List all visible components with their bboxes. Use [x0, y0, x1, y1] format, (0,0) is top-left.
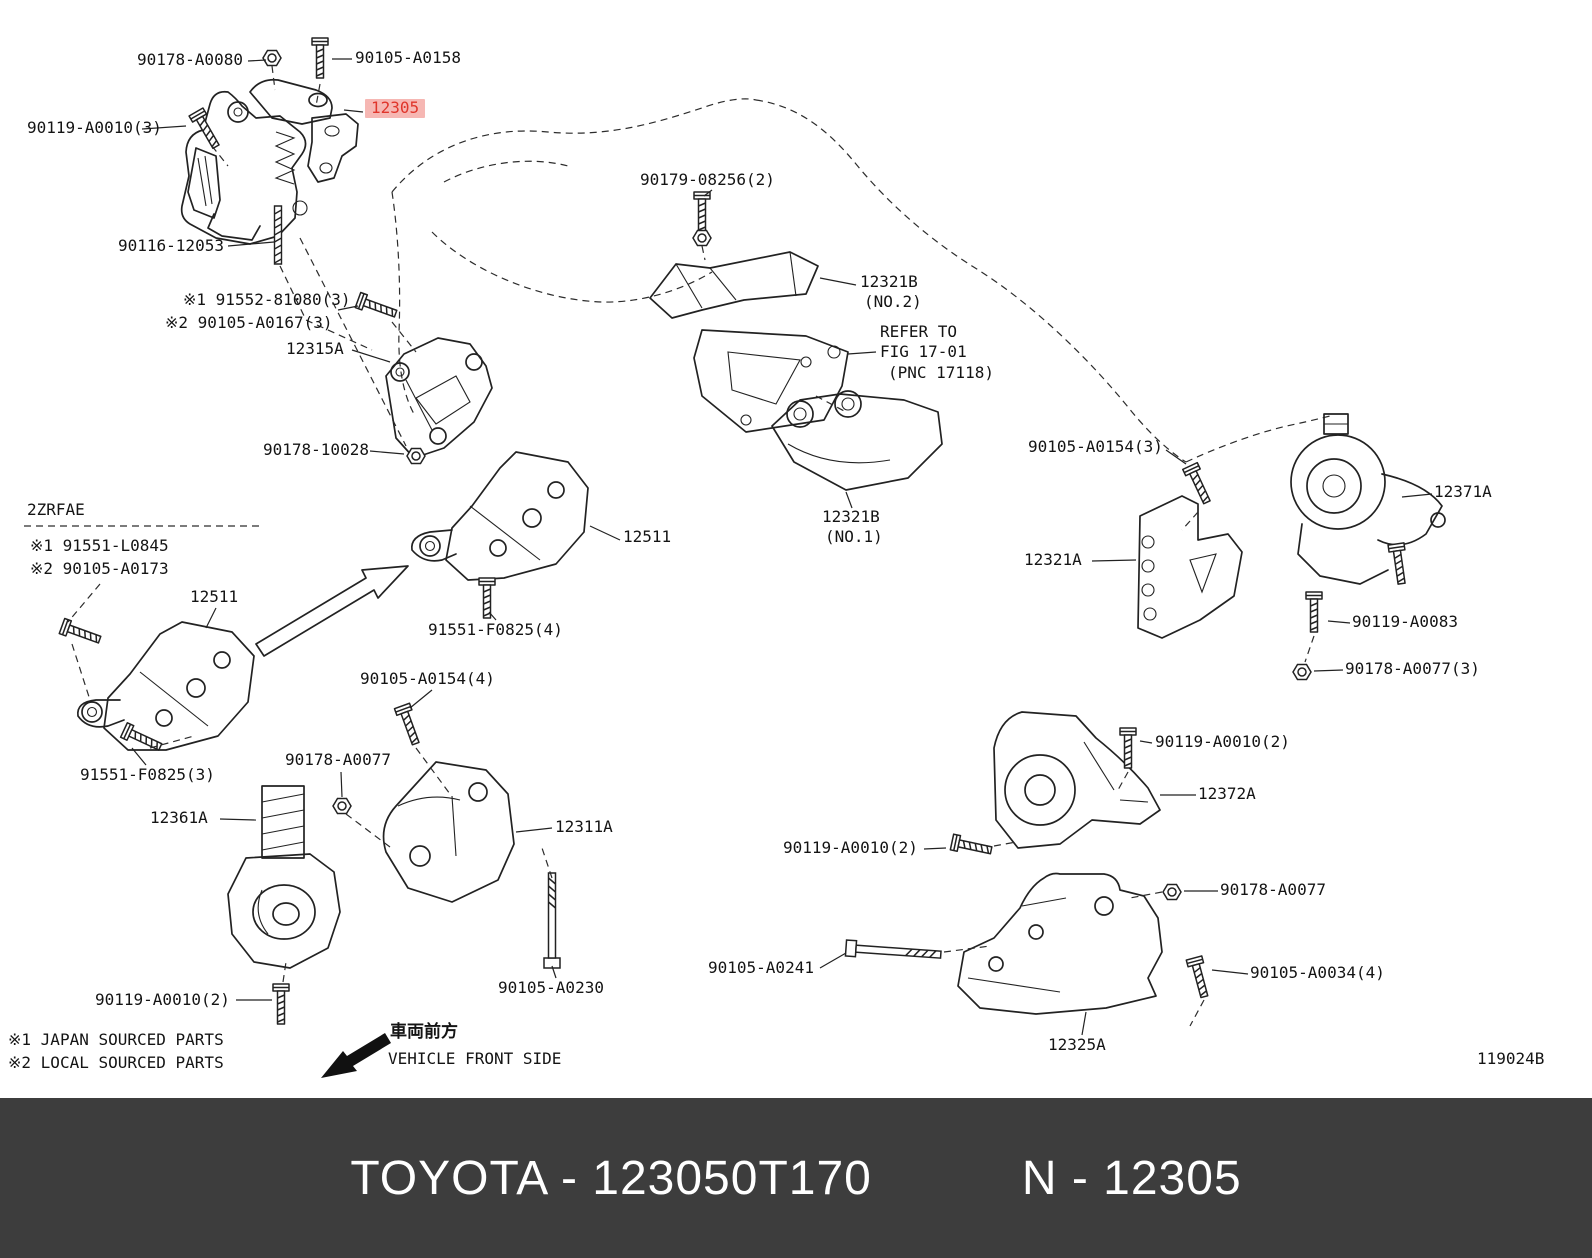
vehicle-front-label-jp: 車両前方 — [390, 1022, 458, 1042]
refer-to-line1: REFER TO — [880, 322, 958, 341]
part-12321a-drawing — [1137, 495, 1243, 639]
part-label-90119-a0010-2-center[interactable]: 90119-A0010(2) — [783, 838, 918, 857]
part-12325a-drawing — [957, 872, 1163, 1015]
part-label-12371a[interactable]: 12371A — [1434, 482, 1492, 501]
part-label-91551-l0845[interactable]: ※1 91551-L0845 — [30, 536, 169, 555]
note-japan-sourced: ※1 JAPAN SOURCED PARTS — [8, 1030, 224, 1049]
part-label-12311a[interactable]: 12311A — [555, 817, 613, 836]
part-12511-center-drawing — [410, 451, 589, 581]
refer-to-line2: FIG 17-01 — [880, 342, 967, 361]
part-label-90178-a0077-3[interactable]: 90178-A0077(3) — [1345, 659, 1480, 678]
vehicle-front-label-en: VEHICLE FRONT SIDE — [388, 1049, 562, 1068]
part-label-90105-a0173[interactable]: ※2 90105-A0173 — [30, 559, 169, 578]
part-label-90178-a0077-left[interactable]: 90178-A0077 — [285, 750, 391, 769]
part-12305-drawing — [180, 78, 359, 245]
part-label-90105-a0241[interactable]: 90105-A0241 — [708, 958, 814, 977]
engine-outline — [391, 98, 1331, 463]
part-12321b-no2-drawing — [649, 251, 819, 319]
note-local-sourced: ※2 LOCAL SOURCED PARTS — [8, 1053, 224, 1072]
part-12511-left-drawing — [76, 621, 255, 751]
part-refer-fig-drawing — [693, 329, 849, 433]
part-label-12372a[interactable]: 12372A — [1198, 784, 1256, 803]
part-label-91551-f0825-4[interactable]: 91551-F0825(4) — [428, 620, 563, 639]
part-label-90119-a0010-2-left[interactable]: 90119-A0010(2) — [95, 990, 230, 1009]
part-label-12511-center[interactable]: 12511 — [623, 527, 672, 546]
part-label-90178-a0077-right[interactable]: 90178-A0077 — [1220, 880, 1326, 899]
part-label-12305-highlighted[interactable]: 12305 — [365, 99, 426, 118]
engine-code-label: 2ZRFAE — [27, 500, 85, 519]
part-label-90179-08256-2[interactable]: 90179-08256(2) — [640, 170, 775, 189]
construction-lines-12305 — [211, 65, 417, 447]
pointer-arrow-outline — [255, 565, 409, 657]
part-label-90105-a0034-4[interactable]: 90105-A0034(4) — [1250, 963, 1385, 982]
part-label-90105-a0154-3[interactable]: 90105-A0154(3) — [1028, 437, 1163, 456]
part-label-12321b-no2-sub: (NO.2) — [864, 292, 922, 311]
part-label-90119-a0010-2-right[interactable]: 90119-A0010(2) — [1155, 732, 1290, 751]
part-label-90105-a0167-3[interactable]: ※2 90105-A0167(3) — [165, 313, 333, 332]
part-12315a-drawing — [385, 337, 493, 459]
part-label-12321b-no1[interactable]: 12321B — [822, 507, 880, 526]
part-label-12321b-no2[interactable]: 12321B — [860, 272, 918, 291]
part-label-90178-a0080[interactable]: 90178-A0080 — [137, 50, 243, 69]
footer-part-number: N - 12305 — [1021, 1151, 1242, 1205]
footer-bar: TOYOTA - 123050T170 N - 12305 — [0, 1098, 1592, 1258]
part-12321b-no1-drawing — [771, 390, 943, 491]
part-label-12361a[interactable]: 12361A — [150, 808, 208, 827]
part-label-90105-a0154-4[interactable]: 90105-A0154(4) — [360, 669, 495, 688]
vehicle-front-arrow — [321, 1033, 391, 1078]
part-label-12321a[interactable]: 12321A — [1024, 550, 1082, 569]
part-12311a-drawing — [382, 761, 515, 903]
part-label-90119-a0010-3[interactable]: 90119-A0010(3) — [27, 118, 162, 137]
part-label-90105-a0230[interactable]: 90105-A0230 — [498, 978, 604, 997]
refer-to-line3: (PNC 17118) — [888, 363, 994, 382]
part-12372a-drawing — [993, 711, 1161, 849]
footer-catalog-code: TOYOTA - 123050T170 — [350, 1151, 872, 1205]
part-label-12511-left[interactable]: 12511 — [190, 587, 239, 606]
part-label-90116-12053[interactable]: 90116-12053 — [118, 236, 224, 255]
part-label-90105-a0158[interactable]: 90105-A0158 — [355, 48, 461, 67]
part-label-90119-a0083[interactable]: 90119-A0083 — [1352, 612, 1458, 631]
part-label-12321b-no1-sub: (NO.1) — [825, 527, 883, 546]
part-label-90178-10028[interactable]: 90178-10028 — [263, 440, 369, 459]
part-label-91551-f0825-3[interactable]: 91551-F0825(3) — [80, 765, 215, 784]
part-12371a-drawing — [1290, 413, 1446, 585]
leader-lines — [131, 58, 1433, 1036]
part-label-12315a[interactable]: 12315A — [286, 339, 344, 358]
drawing-code: 119024B — [1477, 1049, 1545, 1068]
part-label-91552-81080-3[interactable]: ※1 91552-81080(3) — [183, 290, 351, 309]
part-12361a-drawing — [227, 785, 341, 969]
part-label-12325a[interactable]: 12325A — [1048, 1035, 1106, 1054]
